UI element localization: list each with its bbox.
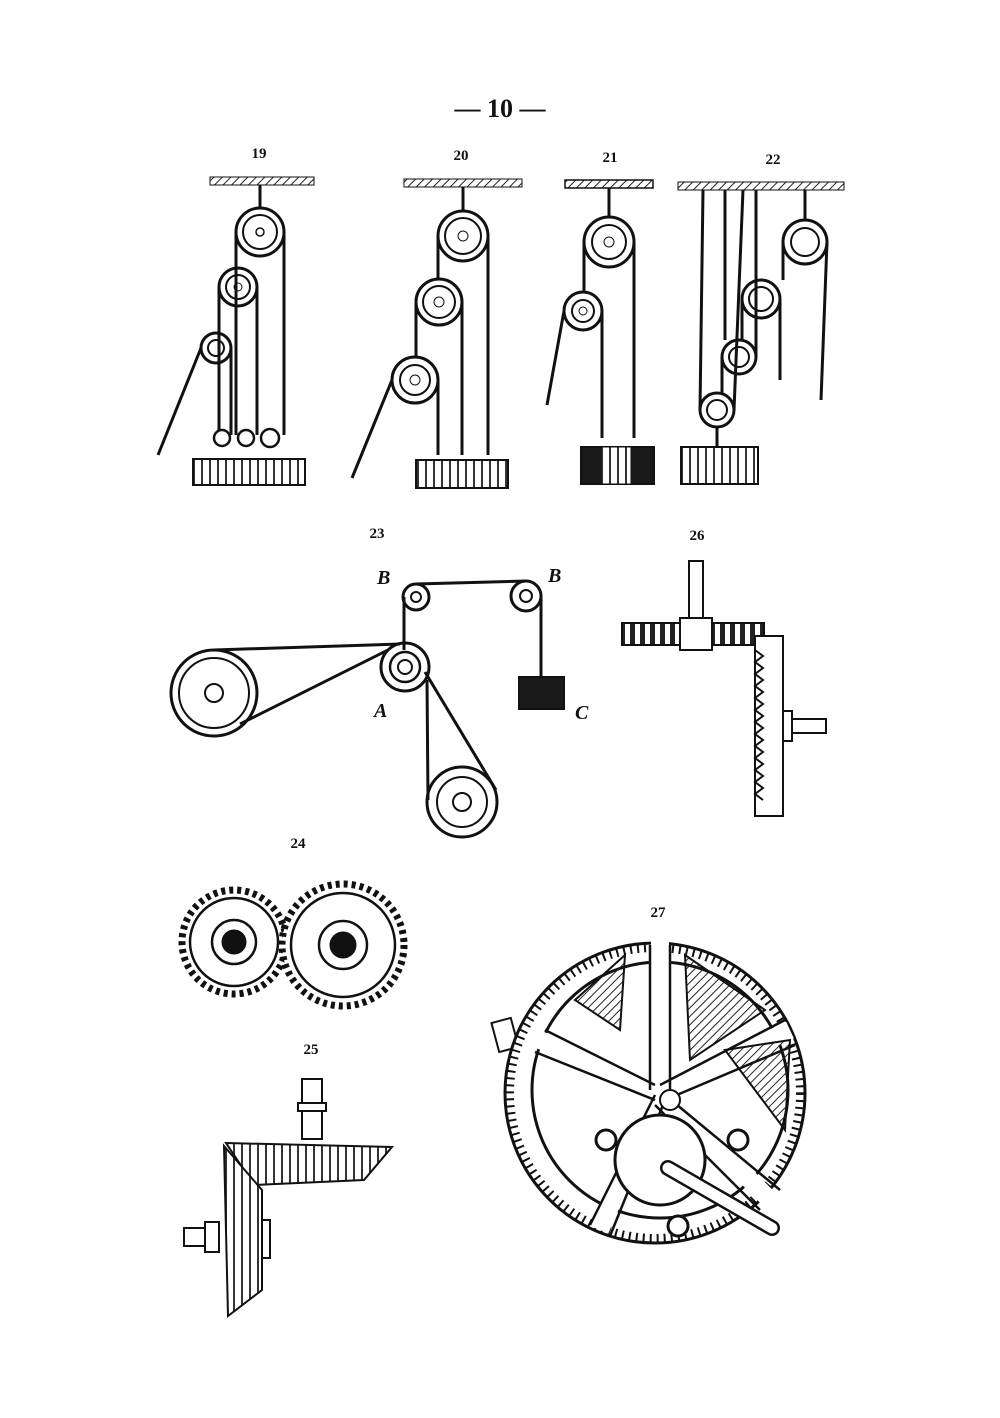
figure-23-letter-a: A xyxy=(374,700,388,722)
figure-19-pulley-system xyxy=(156,176,315,486)
figure-27-label: 27 xyxy=(650,905,666,921)
figure-22-label: 22 xyxy=(765,152,781,168)
figure-19-label: 19 xyxy=(251,146,267,162)
figure-25-label: 25 xyxy=(303,1042,319,1058)
figure-24-spur-gears xyxy=(178,880,408,1010)
figure-26-label: 26 xyxy=(689,528,705,544)
figure-20-label: 20 xyxy=(453,148,469,164)
figure-23-letter-c: C xyxy=(575,702,589,724)
figure-25-bevel-gears xyxy=(183,1078,395,1318)
figure-26-rack-and-pinion xyxy=(621,560,827,817)
figure-27-spoked-wheel xyxy=(490,940,807,1245)
figure-24-label: 24 xyxy=(290,836,306,852)
figure-23-label: 23 xyxy=(369,526,385,542)
figure-22-pulley-system xyxy=(677,181,845,485)
figure-21-pulley-system xyxy=(545,179,655,485)
figure-23-letter-b-right: B xyxy=(548,565,562,587)
figure-21-label: 21 xyxy=(602,150,618,166)
page-number: — 10 — xyxy=(454,94,546,123)
figure-20-pulley-system xyxy=(350,178,523,489)
figure-23-belt-drive xyxy=(169,579,565,839)
figure-23-letter-b-left: B xyxy=(377,567,391,589)
